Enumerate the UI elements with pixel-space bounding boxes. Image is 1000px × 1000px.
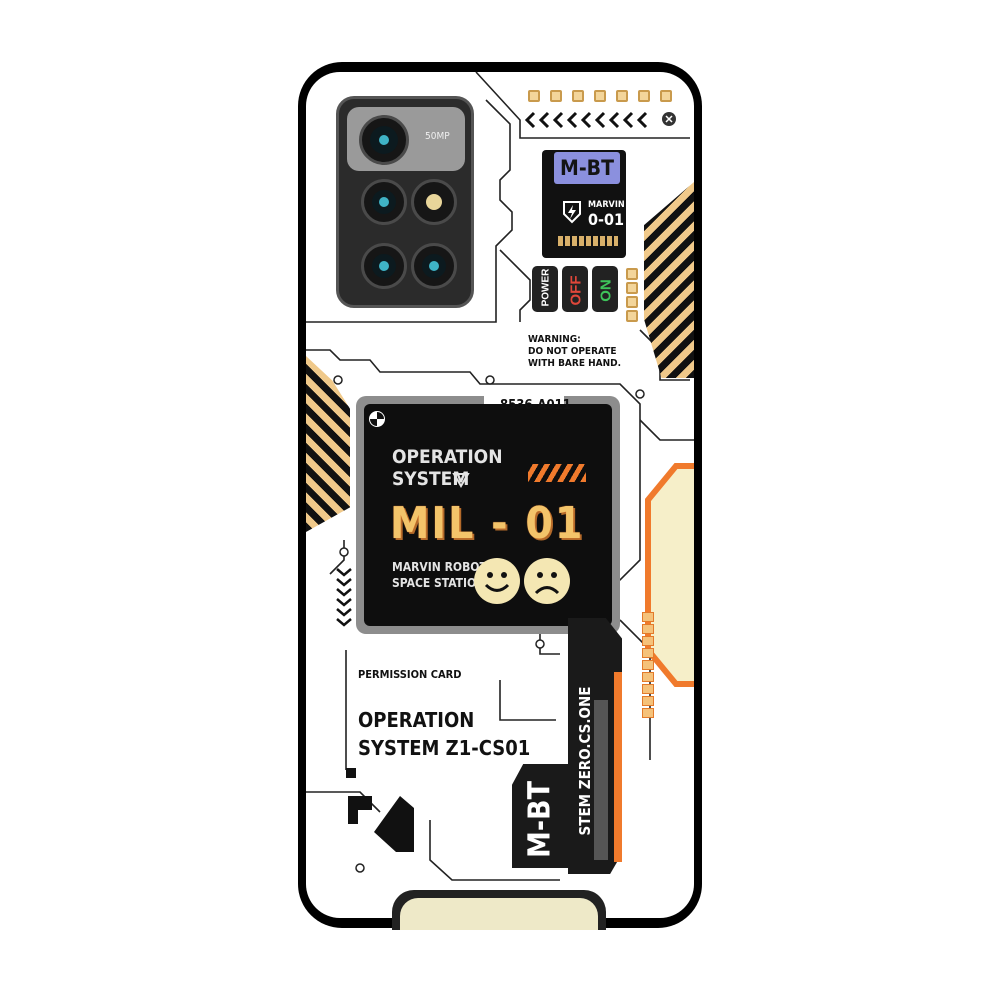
chevron-down-icon	[336, 568, 352, 627]
indicator-dot	[626, 282, 638, 294]
bottom-cutout-inner	[400, 898, 598, 930]
off-switch: OFF	[562, 266, 588, 312]
vertical-mbt-tag	[512, 764, 568, 868]
on-switch: ON	[592, 266, 618, 312]
indicator-dot	[626, 268, 638, 280]
warning-line-3: WITH BARE HAND.	[528, 358, 622, 369]
mbt-badge-label: M-BT	[560, 156, 614, 180]
indicator-dot	[550, 90, 562, 102]
camera-lens-icon	[361, 243, 407, 289]
close-icon	[662, 112, 676, 126]
stem-bar-inner	[594, 700, 608, 860]
power-label: POWER	[540, 268, 552, 307]
on-label: ON	[597, 279, 615, 302]
warning-line-1: WARNING:	[528, 334, 581, 345]
smiley-icon	[474, 558, 520, 604]
camera-lens-icon	[361, 179, 407, 225]
flash-icon	[411, 179, 457, 225]
screen-subtitle-2: SPACE STATION	[392, 576, 486, 590]
indicator-dot	[528, 90, 540, 102]
camera-megapixel-label: 50MP	[425, 131, 450, 142]
sad-face-icon	[524, 558, 570, 604]
off-label: OFF	[567, 275, 585, 306]
vertical-mbt-label: M-BT	[522, 780, 558, 859]
chevron-left-icon	[524, 111, 648, 129]
permission-title-2: SYSTEM Z1-CS01	[358, 736, 531, 760]
model-label: MIL - 01	[390, 498, 585, 549]
connector-pins	[558, 236, 618, 246]
camera-lens-icon	[411, 243, 457, 289]
screen-subtitle-1: MARVIN ROBOT	[392, 560, 487, 574]
indicator-dot	[626, 296, 638, 308]
indicator-led	[642, 648, 654, 658]
power-switch: POWER	[532, 266, 558, 312]
indicator-dot	[660, 90, 672, 102]
indicator-dot	[594, 90, 606, 102]
permission-title-1: OPERATION	[358, 708, 475, 732]
marvin-name: MARVIN	[588, 200, 625, 210]
indicator-led	[642, 612, 654, 622]
indicator-dot	[626, 310, 638, 322]
black-shapes	[348, 796, 414, 852]
panel-code-text: 8536-A011	[500, 398, 571, 413]
camera-module: 50MP	[336, 96, 474, 308]
permission-label: PERMISSION CARD	[358, 668, 462, 681]
indicator-led	[642, 672, 654, 682]
orange-stripe-indicator	[528, 464, 586, 482]
camera-lens-icon	[359, 115, 409, 165]
indicator-led	[642, 696, 654, 706]
indicator-led	[642, 708, 654, 718]
indicator-led	[642, 660, 654, 670]
warning-line-2: DO NOT OPERATE	[528, 346, 617, 357]
lightning-shield-icon	[563, 201, 581, 224]
indicator-dot	[638, 90, 650, 102]
indicator-led	[642, 684, 654, 694]
frame-notch	[484, 386, 564, 404]
stem-label: STEM ZERO.CS.ONE	[576, 686, 594, 836]
indicator-dot	[572, 90, 584, 102]
screen-heading-2: SYSTEM	[392, 468, 470, 490]
indicator-led	[642, 624, 654, 634]
indicator-led	[642, 636, 654, 646]
indicator-dot	[616, 90, 628, 102]
screen-heading-1: OPERATION	[392, 446, 503, 468]
stem-bar-accent	[614, 672, 622, 862]
radiation-icon	[369, 411, 385, 427]
mbt-badge: M-BT	[554, 152, 620, 184]
marvin-code: 0-01	[588, 210, 625, 229]
marker-square	[346, 768, 356, 778]
chevron-down-icon	[452, 473, 470, 488]
cream-hex-panel	[645, 463, 694, 687]
